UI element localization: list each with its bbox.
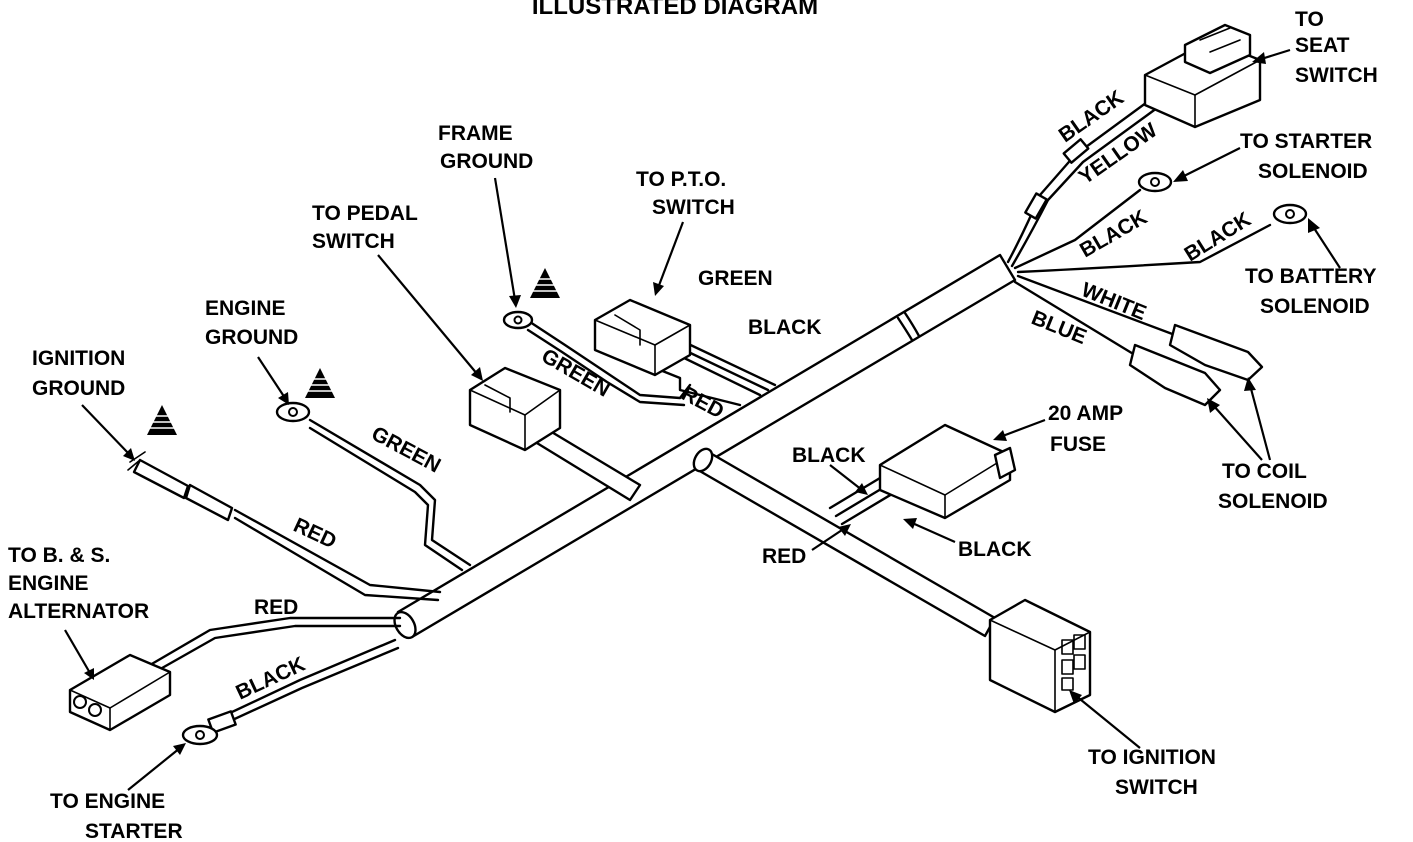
wire-label-fuse-black-top: BLACK <box>792 444 866 467</box>
pointer-arrows <box>64 48 1341 791</box>
ignition-ground-wire <box>127 451 442 602</box>
ignition-branch <box>692 447 997 638</box>
wire-label-coil-white: WHITE <box>1078 278 1149 325</box>
fuse-holder <box>878 423 1017 520</box>
wire-label-ignition-red: RED <box>290 514 340 554</box>
right-breakout-wires <box>1006 98 1308 407</box>
pedal-switch-connector <box>468 366 562 452</box>
label-seat-switch: TO SEAT SWITCH <box>1295 8 1378 87</box>
wire-label-pto-green: GREEN <box>698 267 773 290</box>
ground-symbol-frame <box>528 268 562 298</box>
label-pto-switch: TO P.T.O. SWITCH <box>636 168 735 219</box>
wire-label-battery-black: BLACK <box>1180 208 1255 266</box>
ground-symbol-engine <box>303 368 337 398</box>
label-ignition-ground: IGNITION GROUND <box>32 347 131 400</box>
wire-label-pto-black: BLACK <box>748 316 822 339</box>
diagram-title: ILLUSTRATED DIAGRAM <box>532 0 818 20</box>
label-pedal-switch: TO PEDAL SWITCH <box>312 202 423 253</box>
ground-symbol-ignition <box>145 405 179 435</box>
wire-label-starter-black: BLACK <box>1076 206 1151 263</box>
wire-label-fuse-red: RED <box>762 545 806 568</box>
label-coil-solenoid: TO COIL SOLENOID <box>1218 460 1328 513</box>
wire-label-alternator-red: RED <box>254 596 298 619</box>
main-harness <box>393 253 1017 640</box>
engine-starter-wire <box>181 638 400 746</box>
alternator-connector <box>68 653 172 732</box>
wire-label-pto-red: RED <box>678 382 728 423</box>
label-ignition-switch: TO IGNITION SWITCH <box>1088 746 1222 799</box>
frame-ground-wire <box>502 310 692 407</box>
label-fuse: 20 AMP FUSE <box>1048 402 1129 456</box>
pto-switch-connector <box>593 298 692 377</box>
label-engine-starter: TO ENGINE STARTER <box>50 790 183 842</box>
label-alternator: TO B. & S. ENGINE ALTERNATOR <box>8 544 149 623</box>
engine-ground-wire <box>275 401 472 572</box>
label-frame-ground: FRAME GROUND <box>438 122 533 173</box>
pto-wires <box>658 338 777 407</box>
label-starter-solenoid: TO STARTER SOLENOID <box>1240 130 1378 183</box>
wire-label-starter-black-lower: BLACK <box>232 653 308 705</box>
label-engine-ground: ENGINE GROUND <box>205 297 298 349</box>
ignition-switch-connector <box>988 598 1092 714</box>
seat-switch-connector <box>1143 23 1262 129</box>
alternator-wire <box>148 616 402 674</box>
label-battery-solenoid: TO BATTERY SOLENOID <box>1245 265 1382 318</box>
wire-label-fuse-black-bottom: BLACK <box>958 538 1032 561</box>
wire-label-coil-blue: BLUE <box>1028 306 1090 349</box>
